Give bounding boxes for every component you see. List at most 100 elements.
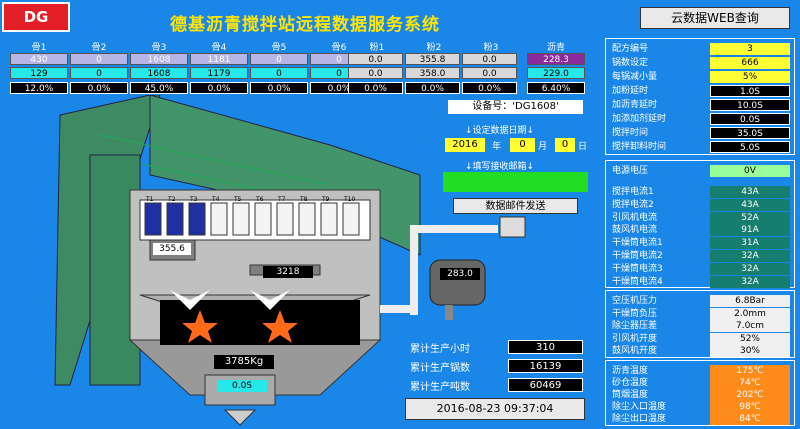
hopper-label: T2 [167, 196, 176, 203]
recipe-value[interactable]: 3 [710, 43, 790, 55]
hopper-bin [320, 202, 338, 236]
powder-header: 粉2 [426, 43, 442, 53]
tons-label: 累计生产吨数 [410, 382, 470, 393]
powder-actual: 0.0 [348, 67, 403, 79]
agg-pct: 12.0% [10, 82, 68, 94]
device-id: 设备号：'DG1608' [448, 100, 583, 114]
hopper-bin [166, 202, 184, 236]
current-label: 干燥筒电流3 [612, 263, 663, 274]
current-value: 31A [710, 237, 790, 250]
agg-set: 0 [250, 53, 308, 65]
page-title: 德基沥青搅拌站远程数据服务系统 [170, 15, 440, 35]
hopper-bin [210, 202, 228, 236]
pressure-label: 除尘器压差 [612, 321, 658, 331]
pressure-label: 空压机压力 [612, 296, 658, 306]
recipe-panel [605, 38, 795, 155]
hopper-label: T9 [321, 196, 330, 203]
voltage-value: 0V [710, 165, 790, 177]
temp-label: 砂仓温度 [612, 378, 649, 388]
hours-label: 累计生产小时 [410, 344, 470, 355]
current-value: 32A [710, 250, 790, 262]
current-label: 搅拌电流2 [612, 199, 654, 210]
current-value: 43A [710, 198, 790, 211]
agg-header: 骨2 [91, 43, 107, 53]
agg-actual: 0 [70, 67, 128, 79]
send-email-button[interactable]: 数据邮件发送 [453, 198, 578, 214]
pressure-value: 2.0mm [710, 307, 790, 320]
temp-value: 202℃ [710, 389, 790, 401]
hopper-bin [188, 202, 206, 236]
pressure-label: 引风机开度 [612, 333, 658, 344]
agg-actual: 1608 [130, 67, 188, 79]
recipe-value[interactable]: 666 [710, 57, 790, 69]
recipe-label: 加添加剂延时 [612, 114, 667, 124]
mixer-paddle-left [182, 310, 218, 343]
mixer-paddle-right [262, 310, 298, 343]
hopper-bin [298, 202, 316, 236]
powder-actual: 0.0 [462, 67, 517, 79]
voltage-label: 电源电压 [612, 166, 649, 176]
temp-value: 74℃ [710, 377, 790, 389]
hopper-label: T3 [189, 196, 198, 203]
recipe-label: 锅数设定 [612, 58, 649, 68]
pressure-label: 干燥筒负压 [612, 308, 658, 319]
powder-actual: 358.0 [405, 67, 460, 79]
temp-value: 175℃ [710, 365, 790, 377]
recipe-value: 0.0S [710, 113, 790, 125]
powder-set: 0.0 [348, 53, 403, 65]
asphalt-tank [429, 259, 486, 306]
asphalt-actual: 229.0 [527, 67, 585, 79]
batches-value: 16139 [508, 359, 583, 373]
date-prompt: ↓设定数据日期↓ [465, 126, 535, 136]
tons-value: 60469 [508, 378, 583, 392]
temp-label: 沥青温度 [612, 366, 649, 376]
asphalt-pct: 6.40% [527, 82, 585, 94]
hours-value: 310 [508, 340, 583, 354]
temp-value: 84℃ [710, 413, 790, 425]
powder-scale-readout: 355.6 [153, 243, 191, 255]
agg-header: 骨1 [31, 43, 47, 53]
recipe-value: 5.0S [710, 141, 790, 153]
hopper-label: T5 [233, 196, 242, 203]
recipe-value[interactable]: 5% [710, 71, 790, 83]
month-input[interactable]: 0 [510, 138, 535, 152]
hopper-bin [144, 202, 162, 236]
pressures-panel [605, 290, 795, 358]
agg-set: 1608 [130, 53, 188, 65]
asphalt-tank-readout: 283.0 [440, 268, 480, 280]
powder-header: 粉3 [483, 43, 499, 53]
batches-label: 累计生产锅数 [410, 363, 470, 374]
pressure-value: 52% [710, 332, 790, 345]
day-input[interactable]: 0 [555, 138, 575, 152]
email-prompt: ↓填写接收邮箱↓ [465, 162, 535, 172]
recipe-value: 10.0S [710, 99, 790, 111]
recipe-label: 配方编号 [612, 44, 649, 54]
hopper-label: T1 [145, 196, 154, 203]
current-label: 干燥筒电流2 [612, 251, 663, 261]
web-query-button[interactable]: 云数据WEB查询 [640, 7, 790, 29]
hopper-label: T8 [299, 196, 308, 203]
temps-panel [605, 360, 795, 426]
email-input[interactable] [443, 172, 588, 192]
powder-header: 粉1 [369, 43, 385, 53]
current-value: 32A [710, 262, 790, 275]
hopper-label: T7 [277, 196, 286, 203]
agg-header: 骨6 [331, 43, 347, 53]
current-label: 鼓风机电流 [612, 225, 658, 236]
agg-header: 骨3 [151, 43, 167, 53]
hopper-label: T10 [343, 196, 355, 203]
recipe-label: 加沥青延时 [612, 100, 658, 110]
temp-label: 除尘出口温度 [612, 414, 667, 424]
powder-set: 0.0 [462, 53, 517, 65]
agg-header: 骨5 [271, 43, 287, 53]
hopper-bin [276, 202, 294, 236]
day-unit: 日 [578, 142, 588, 152]
hopper-bin [232, 202, 250, 236]
recipe-value: 35.0S [710, 127, 790, 139]
current-value: 43A [710, 186, 790, 198]
agg-pct: 0.0% [190, 82, 248, 94]
discharge-readout: 0.0S [217, 380, 267, 392]
currents-panel [605, 160, 795, 288]
year-input[interactable]: 2016 [445, 138, 485, 152]
dg-logo: DG [2, 2, 70, 32]
